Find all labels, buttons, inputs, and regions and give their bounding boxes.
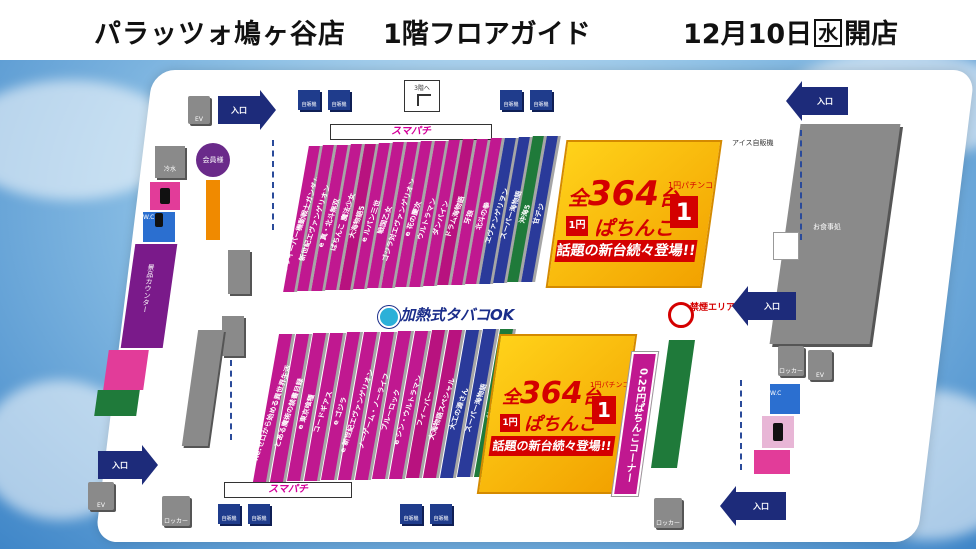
promo-number-lower: 1 <box>592 396 616 424</box>
charge-station-right <box>754 450 790 474</box>
floor-guide-title: 1階フロアガイド <box>383 19 591 50</box>
escalator-path-right <box>740 380 742 470</box>
elevator-top-left[interactable]: EV <box>188 96 210 124</box>
arrow-right-icon <box>260 90 276 130</box>
no-smoking-label: 禁煙エリア <box>690 303 736 313</box>
promo-name-upper: ぱちんこ <box>594 216 674 240</box>
counter-left <box>228 250 250 294</box>
arrow-right-icon <box>142 445 158 485</box>
arrow-left-icon <box>786 81 802 121</box>
rest-area <box>94 390 140 416</box>
arrow-left-icon <box>720 486 736 526</box>
smapachi-banner-bottom: スマパチ <box>224 482 352 498</box>
counter-lower-left <box>222 316 244 356</box>
vending-machine: 自販機 <box>218 504 240 524</box>
escalator-path <box>800 130 802 240</box>
restroom-men-right[interactable]: W.C <box>770 384 800 414</box>
arrow-left-icon <box>732 286 748 326</box>
elevator-bottom-left[interactable]: EV <box>88 482 114 510</box>
opening-date: 12月10日水開店 <box>683 12 898 51</box>
locker-bottom-right[interactable]: ロッカー <box>654 498 682 528</box>
date-text: 12月10日 <box>683 19 813 50</box>
vending-machine: 自販機 <box>530 90 552 110</box>
promo-sub-upper: 1円パチンコ <box>668 181 714 190</box>
cafe-icon <box>773 232 799 260</box>
restroom-women-right[interactable] <box>762 416 794 448</box>
promo-slogan-lower: 話題の新台続々登場!! <box>488 436 616 456</box>
ok-badge-icon <box>378 306 400 328</box>
vending-machine: 自販機 <box>328 90 350 110</box>
heated-tobacco-sign: 加熱式タバコOK <box>400 306 515 324</box>
to-3f-sign[interactable]: 3階へ <box>404 80 440 112</box>
promo-slogan-upper: 話題の新台続々登場!! <box>554 240 698 262</box>
vending-machine: 自販機 <box>430 504 452 524</box>
vending-machine: 自販機 <box>500 90 522 110</box>
promo-count-upper: 全364台 <box>568 174 679 214</box>
vending-machine: 自販機 <box>298 90 320 110</box>
locker-right[interactable]: ロッカー <box>778 346 804 376</box>
escalator-path-lower <box>230 360 232 440</box>
entrance-top-right[interactable]: 入口 <box>786 81 848 121</box>
woman-icon <box>160 188 170 204</box>
no-smoking-icon <box>668 302 694 328</box>
elevator-right[interactable]: EV <box>808 350 832 380</box>
opening-text: 開店 <box>844 19 899 50</box>
promo-number-upper: 1 <box>670 196 698 228</box>
restroom-men[interactable]: W.C <box>143 212 175 242</box>
vending-machine: 自販機 <box>400 504 422 524</box>
members-stand <box>206 180 220 240</box>
weekday-badge: 水 <box>814 19 843 47</box>
escalator-path-left <box>272 140 274 230</box>
smapachi-banner-top: スマパチ <box>330 124 492 140</box>
water-station: 冷水 <box>155 146 185 178</box>
locker-bottom-left[interactable]: ロッカー <box>162 496 190 526</box>
ice-vending-label: アイス自販機 <box>732 139 774 147</box>
vending-machine: 自販機 <box>248 504 270 524</box>
promo-name-lower: ぱちんこ <box>524 414 596 435</box>
rate-badge-lower: 1円 <box>500 414 520 432</box>
entrance-mid-right[interactable]: 入口 <box>732 286 796 326</box>
up-arrow-icon <box>417 94 431 106</box>
entrance-bottom-left[interactable]: 入口 <box>98 445 160 485</box>
promo-count-lower: 全364台 <box>502 376 601 411</box>
restroom-women[interactable] <box>150 182 180 210</box>
charge-station <box>103 350 149 390</box>
rate-badge-upper: 1円 <box>566 216 588 236</box>
man-icon <box>155 213 163 227</box>
woman-icon <box>773 423 783 441</box>
sweets-label: お食事処 <box>813 223 841 231</box>
page-header: パラッツォ鳩ヶ谷店 1階フロアガイド 12月10日水開店 <box>0 0 976 60</box>
promo-sub-lower: 1円パチンコ <box>590 381 630 389</box>
entrance-top-left[interactable]: 入口 <box>218 90 278 130</box>
members-badge[interactable]: 会員様 <box>196 143 230 177</box>
store-name: パラッツォ鳩ヶ谷店 <box>94 19 346 50</box>
entrance-bottom-right[interactable]: 入口 <box>720 486 786 526</box>
